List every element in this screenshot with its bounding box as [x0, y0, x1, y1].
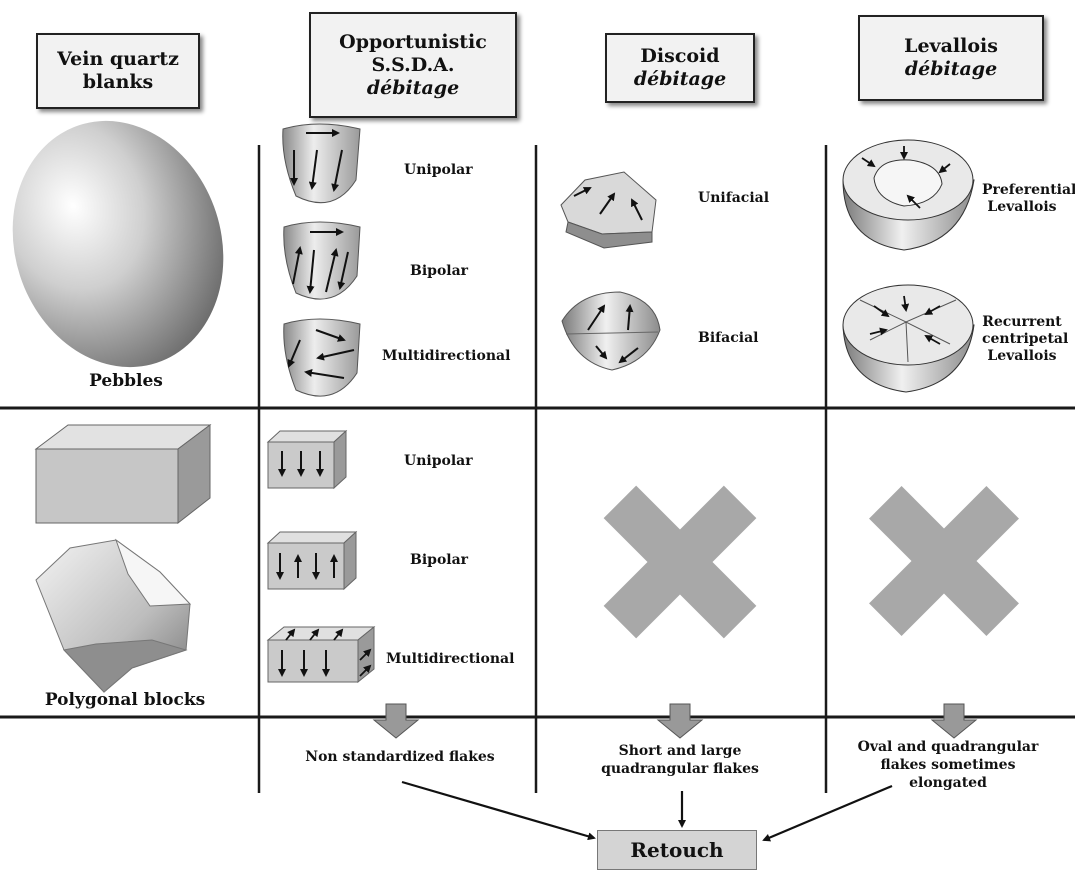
label-polygonal-blocks: Polygonal blocks: [44, 690, 206, 710]
result-levallois: Oval and quadrangular flakes sometimes e…: [828, 738, 1068, 792]
result-levallois-line1: Oval and quadrangular: [857, 739, 1039, 755]
ssda-result-down-arrow: [372, 703, 420, 739]
pebble-blank-illustration: [12, 120, 224, 368]
header-levallois-line1: Levallois: [904, 35, 998, 57]
header-ssda-line1: Opportunistic: [339, 30, 487, 53]
result-discoid-line2: quadrangular flakes: [601, 761, 759, 777]
header-levallois-line2: débitage: [904, 58, 998, 80]
discoid-not-applicable-icon: [603, 485, 757, 639]
header-discoid-line2: débitage: [633, 68, 727, 90]
label-recurrent-line1: Recurrent: [982, 314, 1062, 330]
result-ssda: Non standardized flakes: [305, 749, 495, 765]
header-discoid: Discoid débitage: [605, 33, 755, 103]
label-ssda-multidirectional: Multidirectional: [382, 348, 511, 364]
ssda-multidirectional-core-icon: [283, 318, 361, 397]
result-levallois-line2: flakes sometimes: [880, 757, 1016, 773]
label-ssda-unipolar: Unipolar: [404, 162, 473, 178]
label-levallois-preferential: Preferential Levallois: [982, 182, 1075, 216]
result-discoid-line1: Short and large: [618, 743, 742, 759]
label-levallois-recurrent: Recurrent centripetal Levallois: [982, 314, 1069, 365]
label-recurrent-line3: Levallois: [987, 348, 1057, 364]
discoid-unifacial-core-icon: [560, 171, 657, 249]
levallois-recurrent-core-icon: [842, 284, 975, 393]
label-pebbles: Pebbles: [89, 371, 163, 391]
ssda-block-unipolar-icon: [266, 429, 348, 490]
header-blanks-line1: Vein quartz: [57, 48, 179, 70]
label-ssda-bipolar: Bipolar: [410, 263, 469, 279]
header-blanks-line2: blanks: [82, 71, 154, 93]
discoid-result-down-arrow: [656, 703, 704, 739]
header-vein-quartz-blanks: Vein quartz blanks: [36, 33, 200, 109]
levallois-not-applicable-icon: [869, 486, 1019, 636]
result-levallois-line3: elongated: [909, 775, 987, 791]
ssda-block-multidirectional-icon: [266, 625, 376, 684]
retouch-arrows: [401, 780, 893, 842]
header-levallois: Levallois débitage: [858, 15, 1044, 101]
label-preferential-line2: Levallois: [987, 199, 1057, 215]
header-discoid-line1: Discoid: [640, 45, 720, 67]
label-preferential-line1: Preferential: [982, 182, 1075, 198]
header-opportunistic-ssda: Opportunistic S.S.D.A. débitage: [309, 12, 517, 118]
discoid-bifacial-core-icon: [561, 291, 661, 371]
ssda-unipolar-core-icon: [282, 123, 361, 204]
ssda-bipolar-core-icon: [283, 221, 361, 300]
label-recurrent-line2: centripetal: [982, 331, 1069, 347]
rectangular-block-illustration: [34, 424, 212, 525]
ssda-block-bipolar-icon: [266, 530, 358, 591]
label-ssda-block-multidirectional: Multidirectional: [386, 651, 515, 667]
label-discoid-unifacial: Unifacial: [698, 190, 770, 206]
header-ssda-line2: S.S.D.A.: [371, 53, 455, 76]
label-ssda-block-unipolar: Unipolar: [404, 453, 473, 469]
label-discoid-bifacial: Bifacial: [698, 330, 759, 346]
polygonal-block-illustration: [35, 538, 192, 693]
retouch-box: Retouch: [597, 830, 757, 870]
levallois-result-down-arrow: [930, 703, 978, 739]
label-ssda-block-bipolar: Bipolar: [410, 552, 469, 568]
levallois-preferential-core-icon: [842, 139, 975, 251]
table-grid: [0, 145, 1075, 793]
header-ssda-line3: débitage: [366, 76, 460, 99]
result-discoid: Short and large quadrangular flakes: [540, 742, 820, 778]
